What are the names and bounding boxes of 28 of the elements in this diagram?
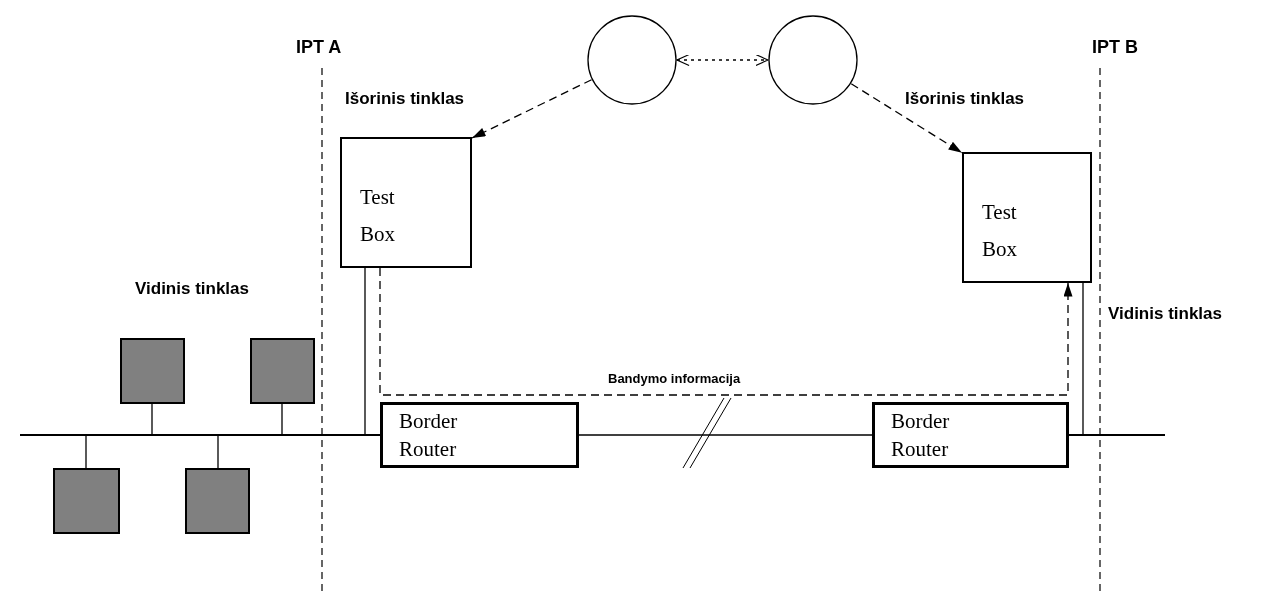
test-box: Test Box [340,137,472,268]
connector-line [1082,282,1084,435]
edge-label: Bandymo informacija [606,371,743,386]
connector-line [151,403,153,435]
connector-line [281,403,283,435]
router-box: Border Router [380,402,579,468]
network-label: Vidinis tinklas [1108,304,1222,324]
router-box: Border Router [872,402,1069,468]
dashed-arrow [379,267,1073,396]
host-computer [120,338,185,404]
network-label: Išorinis tinklas [905,89,1025,109]
host-computer [53,468,120,534]
connector-line [85,435,87,469]
dashed-arrow [676,53,769,67]
connector-line [578,434,873,436]
boundary-label: IPT A [296,37,342,58]
network-circle [587,15,677,105]
connector-line [217,435,219,469]
host-computer [250,338,315,404]
dashed-arrow [850,83,963,154]
host-computer [185,468,250,534]
network-label: Išorinis tinklas [345,89,465,109]
boundary-label: IPT B [1092,37,1138,58]
dashed-arrow [471,79,593,139]
connector-line [364,267,366,435]
network-label: Vidinis tinklas [135,279,249,299]
network-circle [768,15,858,105]
test-box: Test Box [962,152,1092,283]
